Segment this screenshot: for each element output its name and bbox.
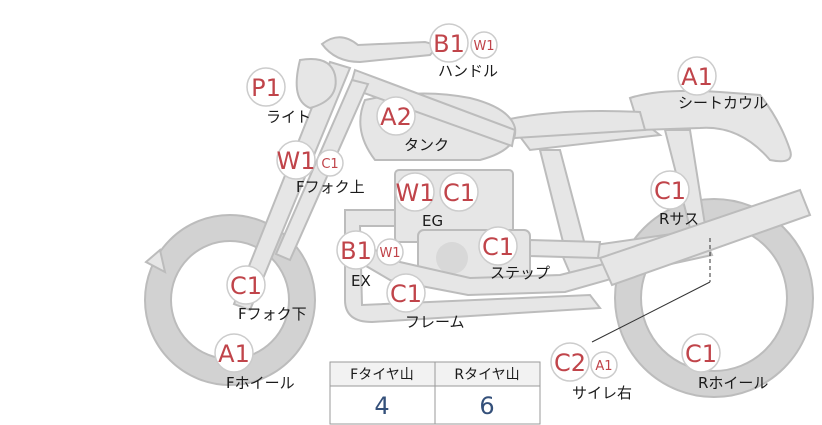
tread-table: Fタイヤ山 Rタイヤ山 4 6 [329, 361, 541, 425]
tread-value-rear: 6 [479, 392, 494, 420]
grade-handle: B1 [433, 30, 465, 58]
muffler-shape [598, 188, 812, 287]
grade-sub-muffler-right: A1 [595, 359, 612, 374]
part-labels: ハンドル シートカウル ライト タンク Fフォク上 EG Rサス EX ステップ… [226, 62, 768, 402]
handlebar-shape [320, 36, 435, 64]
rear-wheel-shape [614, 198, 814, 398]
label-step: ステップ [490, 264, 550, 282]
grade-rear-wheel: C1 [685, 340, 717, 368]
label-engine: EG [422, 212, 443, 230]
grade-front-wheel: A1 [218, 340, 250, 368]
label-exhaust: EX [351, 272, 371, 290]
grade-rear-suspension: C1 [654, 177, 686, 205]
grade-light: P1 [251, 74, 281, 102]
grade-sub-handle: W1 [473, 39, 494, 54]
grade-frame: C1 [390, 280, 422, 308]
label-tank: タンク [404, 136, 449, 154]
grade-tank: A2 [380, 103, 412, 131]
label-muffler-right: サイレ右 [572, 384, 632, 402]
grade-exhaust: B1 [340, 237, 372, 265]
label-light: ライト [266, 108, 311, 126]
headlight-shape [295, 58, 337, 110]
grade-engine-2: C1 [443, 179, 475, 207]
grade-sub-exhaust: W1 [379, 246, 400, 261]
grade-muffler-right: C2 [554, 349, 586, 377]
tread-value-front: 4 [374, 392, 389, 420]
label-frame: フレーム [405, 313, 465, 331]
tread-header-rear: Rタイヤ山 [454, 367, 519, 383]
label-rear-suspension: Rサス [659, 210, 699, 228]
grade-badges: B1 W1 A1 P1 A2 W1 C1 W1 C1 C1 B1 W1 C1 [214, 23, 721, 382]
label-rear-wheel: Rホイール [698, 374, 768, 392]
label-front-wheel: Fホイール [226, 374, 295, 392]
label-seat-cowl: シートカウル [678, 94, 768, 112]
label-handle: ハンドル [438, 62, 498, 80]
grade-fork-lower: C1 [230, 272, 262, 300]
grade-step: C1 [482, 233, 514, 261]
label-fork-upper: Fフォク上 [296, 178, 365, 196]
grade-sub-fork-upper: C1 [321, 157, 338, 172]
label-fork-lower: Fフォク下 [238, 305, 307, 323]
grade-seat-cowl: A1 [681, 63, 713, 91]
grade-fork-upper: W1 [277, 147, 316, 175]
grade-engine: W1 [396, 179, 435, 207]
front-fork-shape [232, 60, 352, 312]
tread-header-front: Fタイヤ山 [350, 367, 414, 383]
